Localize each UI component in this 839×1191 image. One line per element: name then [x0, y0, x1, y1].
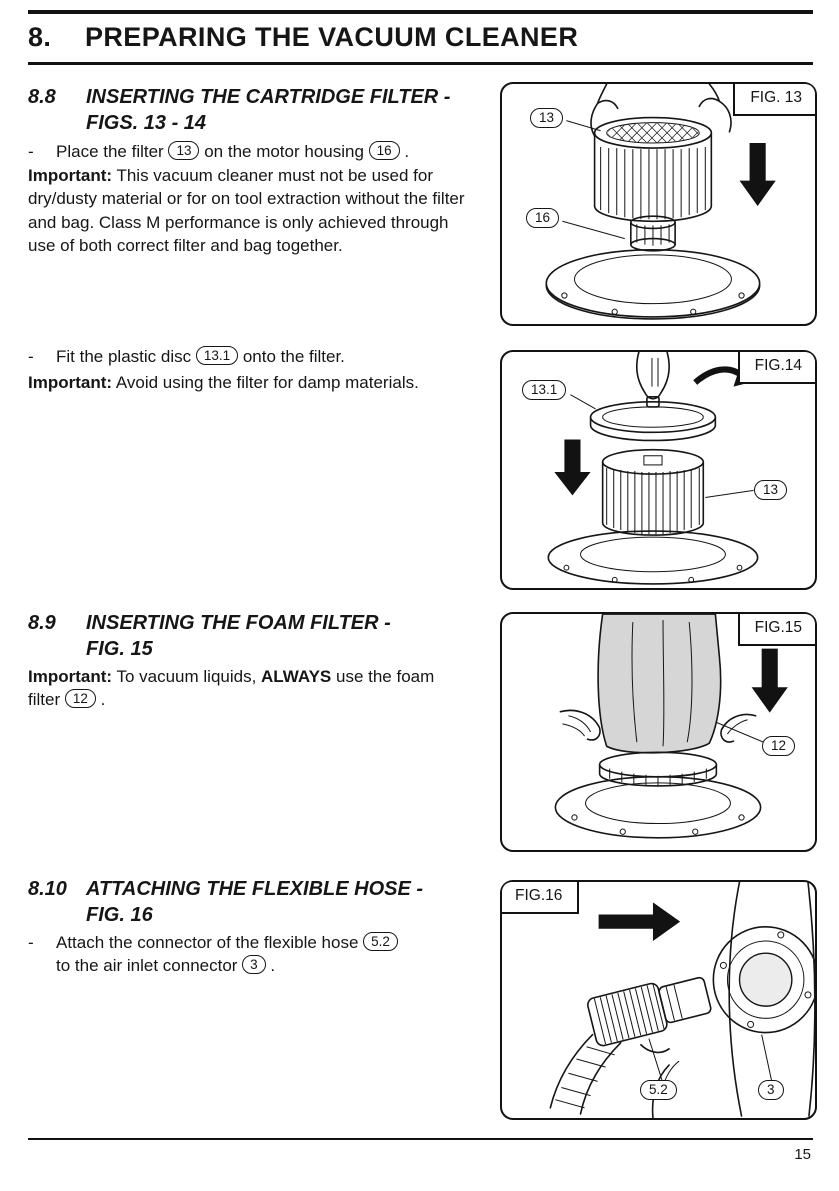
callout-ref-12: 12 — [64, 689, 96, 709]
text-fragment: Place the filter — [56, 142, 169, 161]
section-number: 8.10 — [28, 878, 67, 900]
cartridge-filter-drawing — [593, 116, 713, 223]
hand-icon — [559, 709, 757, 743]
important-note-damp: Important: Avoid using the filter for da… — [28, 371, 468, 394]
callout-ref-16: 16 — [368, 141, 400, 160]
text-fragment: onto the filter. — [238, 347, 345, 366]
step-fit-disc: - Fit the plastic disc 13.1 onto the fil… — [28, 345, 345, 368]
figure-14-illustration — [547, 352, 759, 585]
hand-icon — [636, 352, 670, 400]
hand-icon — [590, 84, 732, 137]
step-place-filter: - Place the filter 13 on the motor housi… — [28, 140, 409, 163]
important-label: Important: — [28, 373, 113, 392]
motor-housing-drawing — [547, 530, 759, 585]
figure-13-illustration — [545, 84, 776, 320]
text-fragment: . — [265, 956, 276, 976]
section-title: INSERTING THE CARTRIDGE FILTER - FIGS. 1… — [86, 86, 451, 135]
down-arrow-icon — [751, 648, 788, 713]
step-text: Place the filter 13 on the motor housing… — [56, 140, 409, 163]
cartridge-filter-drawing — [601, 448, 705, 536]
figure-13-callout-13: 13 — [530, 108, 564, 128]
callout-ref-13-1: 13.1 — [195, 346, 239, 365]
important-label: Important: — [28, 166, 113, 185]
motor-housing-drawing — [545, 248, 761, 320]
figure-14-callout-13: 13 — [754, 480, 788, 500]
foam-filter-drawing — [597, 614, 722, 754]
chapter-number: 8. — [28, 22, 52, 52]
text-fragment: on the motor housing — [199, 142, 369, 161]
figure-14-label: FIG.14 — [737, 352, 815, 384]
motor-shaft-drawing — [630, 215, 676, 252]
figure-15-label: FIG.15 — [737, 614, 815, 646]
important-note-foam: Important: To vacuum liquids, ALWAYS use… — [28, 665, 468, 712]
figure-16-callout-5-2: 5.2 — [640, 1080, 677, 1100]
figure-13-callout-16: 16 — [526, 208, 560, 228]
important-text: To vacuum liquids, — [112, 667, 262, 686]
bullet-dash: - — [28, 933, 34, 952]
figure-13-label: FIG. 13 — [733, 84, 815, 116]
important-text: Avoid using the filter for damp material… — [112, 373, 419, 392]
section-number: 8.8 — [28, 86, 56, 108]
motor-housing-drawing — [554, 775, 762, 839]
important-label: Important: — [28, 667, 113, 686]
right-arrow-icon — [598, 902, 681, 941]
figure-16-callout-3: 3 — [758, 1080, 784, 1100]
section-8-10-heading: 8.10 ATTACHING THE FLEXIBLE HOSE - FIG. … — [28, 876, 423, 929]
figure-16: FIG.16 — [500, 880, 817, 1120]
callout-ref-13: 13 — [168, 141, 200, 160]
text-fragment: to the air inlet connector — [56, 956, 238, 976]
plastic-disc-drawing — [589, 395, 717, 442]
step-attach-hose: - Attach the connector of the flexible h… — [28, 931, 398, 978]
step-text: Fit the plastic disc 13.1 onto the filte… — [56, 345, 345, 368]
page-number: 15 — [794, 1146, 811, 1163]
figure-14: FIG.14 — [500, 350, 817, 590]
section-8-9-heading: 8.9 INSERTING THE FOAM FILTER - FIG. 15 — [28, 610, 391, 663]
important-note-cartridge: Important: This vacuum cleaner must not … — [28, 164, 468, 258]
figure-15-illustration — [554, 614, 788, 839]
flexible-hose-drawing — [549, 1033, 622, 1115]
down-arrow-icon — [554, 439, 591, 496]
tank-inlet-drawing — [712, 882, 815, 1117]
figure-15-callout-12: 12 — [762, 736, 796, 756]
top-rule — [28, 10, 813, 14]
text-fragment: Attach the connector of the flexible hos… — [56, 933, 364, 952]
figure-13: FIG. 13 — [500, 82, 817, 326]
text-fragment: Fit the plastic disc — [56, 347, 196, 366]
figure-14-callout-13-1: 13.1 — [522, 380, 567, 400]
footer-rule — [28, 1138, 813, 1140]
figure-15: FIG.15 — [500, 612, 817, 852]
callout-ref-3: 3 — [242, 955, 266, 975]
text-fragment: . — [399, 142, 410, 161]
tank-collar-drawing — [598, 751, 718, 787]
hose-connector-drawing — [587, 976, 712, 1047]
callout-ref-5-2: 5.2 — [363, 932, 398, 951]
step-text: Attach the connector of the flexible hos… — [56, 931, 398, 978]
important-text: use the foam filter — [28, 667, 435, 710]
section-number: 8.9 — [28, 612, 56, 634]
section-8-8-heading: 8.8 INSERTING THE CARTRIDGE FILTER - FIG… — [28, 84, 450, 137]
important-text: . — [95, 690, 106, 710]
down-arrow-icon — [739, 142, 776, 207]
always-emphasis: ALWAYS — [261, 667, 332, 686]
bullet-dash: - — [28, 347, 34, 366]
bullet-dash: - — [28, 142, 34, 161]
section-title: ATTACHING THE FLEXIBLE HOSE - FIG. 16 — [86, 878, 424, 927]
chapter-header: 8. PREPARING THE VACUUM CLEANER — [28, 22, 578, 53]
figure-16-label: FIG.16 — [502, 882, 580, 914]
section-title: INSERTING THE FOAM FILTER - FIG. 15 — [86, 612, 391, 661]
chapter-title: PREPARING THE VACUUM CLEANER — [85, 22, 579, 52]
important-text: This vacuum cleaner must not be used for… — [28, 166, 465, 256]
header-rule — [28, 62, 813, 65]
